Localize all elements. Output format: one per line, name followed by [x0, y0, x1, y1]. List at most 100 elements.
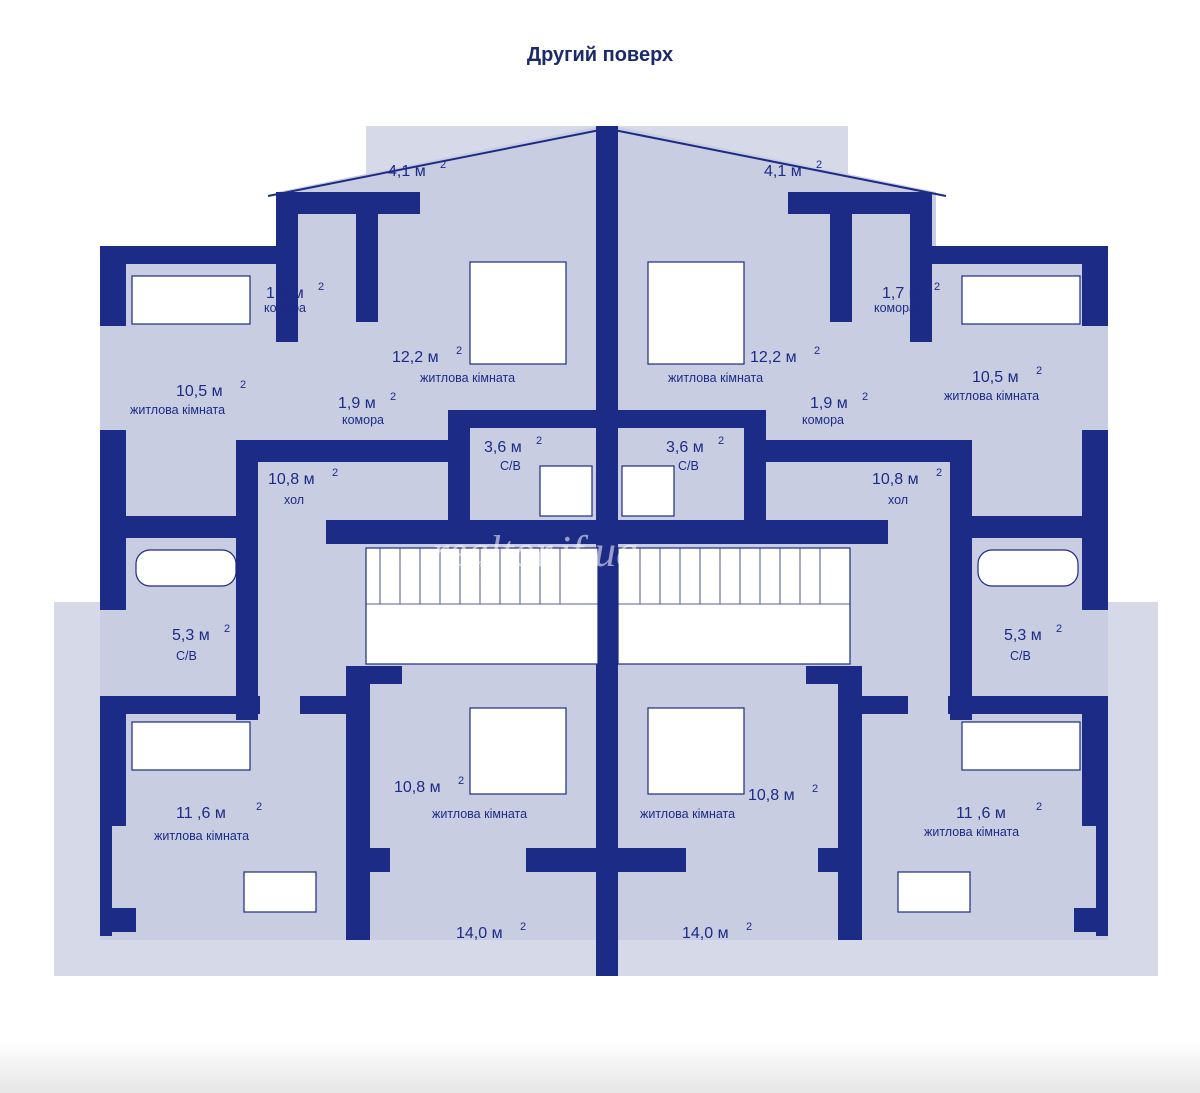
wall	[100, 696, 126, 826]
wall	[236, 440, 258, 720]
wall	[100, 826, 112, 936]
area-pantry-left: 1,7 м	[266, 285, 304, 302]
area-sup: 2	[332, 467, 338, 479]
roof-line-left	[267, 129, 601, 197]
wall	[110, 908, 136, 932]
wall	[788, 192, 932, 214]
shower-right	[621, 465, 675, 517]
wall	[830, 192, 852, 322]
area-hall-right: 10,8 м	[872, 471, 919, 488]
plan-title: Другий поверх	[526, 44, 674, 66]
bathtub-left	[135, 549, 237, 587]
wall	[360, 848, 390, 872]
wall	[614, 410, 764, 428]
walls	[100, 126, 1108, 976]
roof-line-right	[613, 129, 947, 197]
wall	[1082, 696, 1108, 826]
area-sup: 2	[390, 391, 396, 403]
bed-bottom-room-right	[961, 721, 1081, 771]
area-sup: 2	[520, 921, 526, 933]
area-sup: 2	[456, 345, 462, 357]
area-terrace-left: 14,0 м	[456, 925, 503, 942]
area-sup: 2	[440, 159, 446, 171]
area-balcony-top-right: 4,1 м	[764, 163, 802, 180]
wall	[1096, 826, 1108, 936]
furniture	[131, 261, 1081, 913]
area-sup: 2	[256, 801, 262, 813]
bottom-fade	[0, 1040, 1200, 1093]
area-terrace-right: 14,0 м	[682, 925, 729, 942]
label-room-bottom-left: житлова кімната	[154, 829, 249, 843]
label-room-left: житлова кімната	[130, 403, 225, 417]
label-bedroom-bottom-left: житлова кімната	[432, 807, 527, 821]
area-sup: 2	[814, 345, 820, 357]
label-closet-right: комора	[802, 413, 844, 427]
wall	[744, 410, 766, 520]
wall	[346, 666, 402, 684]
wall	[448, 410, 470, 520]
watermark: realtor.if.ua	[432, 527, 638, 576]
label-bedroom-top-left: житлова кімната	[420, 371, 515, 385]
wall	[526, 848, 598, 872]
bed-top-left	[469, 261, 567, 365]
wall	[356, 192, 378, 322]
wall	[326, 520, 598, 544]
area-bath-left: 5,3 м	[172, 627, 210, 644]
area-sup: 2	[934, 281, 940, 293]
wall	[926, 246, 1108, 264]
label-hall-left: хол	[284, 493, 304, 507]
label-bath-left: С/В	[176, 649, 197, 663]
area-sup: 2	[718, 435, 724, 447]
area-bedroom-bottom-right: 10,8 м	[748, 787, 795, 804]
area-room-bottom-left: 11 ,6 м	[176, 805, 226, 822]
area-sup: 2	[1036, 365, 1042, 377]
desk-left	[243, 871, 317, 913]
label-pantry-right: комора	[874, 301, 916, 315]
wall	[838, 666, 862, 940]
area-sup: 2	[1036, 801, 1042, 813]
bed-room-left	[131, 275, 251, 325]
area-bath-right: 5,3 м	[1004, 627, 1042, 644]
area-wc-top-right: 3,6 м	[666, 439, 704, 456]
label-wc-top-left: С/В	[500, 459, 521, 473]
area-sup: 2	[318, 281, 324, 293]
party-wall	[596, 126, 618, 976]
wall	[100, 696, 260, 714]
stairs-left	[365, 547, 599, 665]
area-closet-right: 1,9 м	[810, 395, 848, 412]
area-room-right: 10,5 м	[972, 369, 1019, 386]
area-sup: 2	[746, 921, 752, 933]
area-balcony-top-left: 4,1 м	[388, 163, 426, 180]
bed-bottom-right	[647, 707, 745, 795]
area-sup: 2	[862, 391, 868, 403]
label-wc-top-right: С/В	[678, 459, 699, 473]
area-sup: 2	[816, 159, 822, 171]
stairs-right	[617, 547, 851, 665]
roof-lines	[267, 129, 947, 197]
wall	[958, 516, 1108, 538]
area-sup: 2	[812, 783, 818, 795]
area-sup: 2	[224, 623, 230, 635]
area-sup: 2	[458, 775, 464, 787]
shower-left	[539, 465, 593, 517]
label-pantry-left: комора	[264, 301, 306, 315]
wall	[806, 666, 862, 684]
area-wc-top-left: 3,6 м	[484, 439, 522, 456]
label-hall-right: хол	[888, 493, 908, 507]
area-room-left: 10,5 м	[176, 383, 223, 400]
area-bedroom-top-right: 12,2 м	[750, 349, 797, 366]
label-bedroom-top-right: житлова кімната	[668, 371, 763, 385]
desk-right	[897, 871, 971, 913]
bed-top-right	[647, 261, 745, 365]
wall	[948, 696, 1108, 714]
area-pantry-right: 1,7 м	[882, 285, 920, 302]
bed-bottom-left	[469, 707, 567, 795]
area-sup: 2	[1056, 623, 1062, 635]
wall	[818, 848, 848, 872]
label-closet-left: комора	[342, 413, 384, 427]
area-room-bottom-right: 11 ,6 м	[956, 805, 1006, 822]
area-bedroom-top-left: 12,2 м	[392, 349, 439, 366]
area-sup: 2	[536, 435, 542, 447]
wall	[100, 246, 282, 264]
